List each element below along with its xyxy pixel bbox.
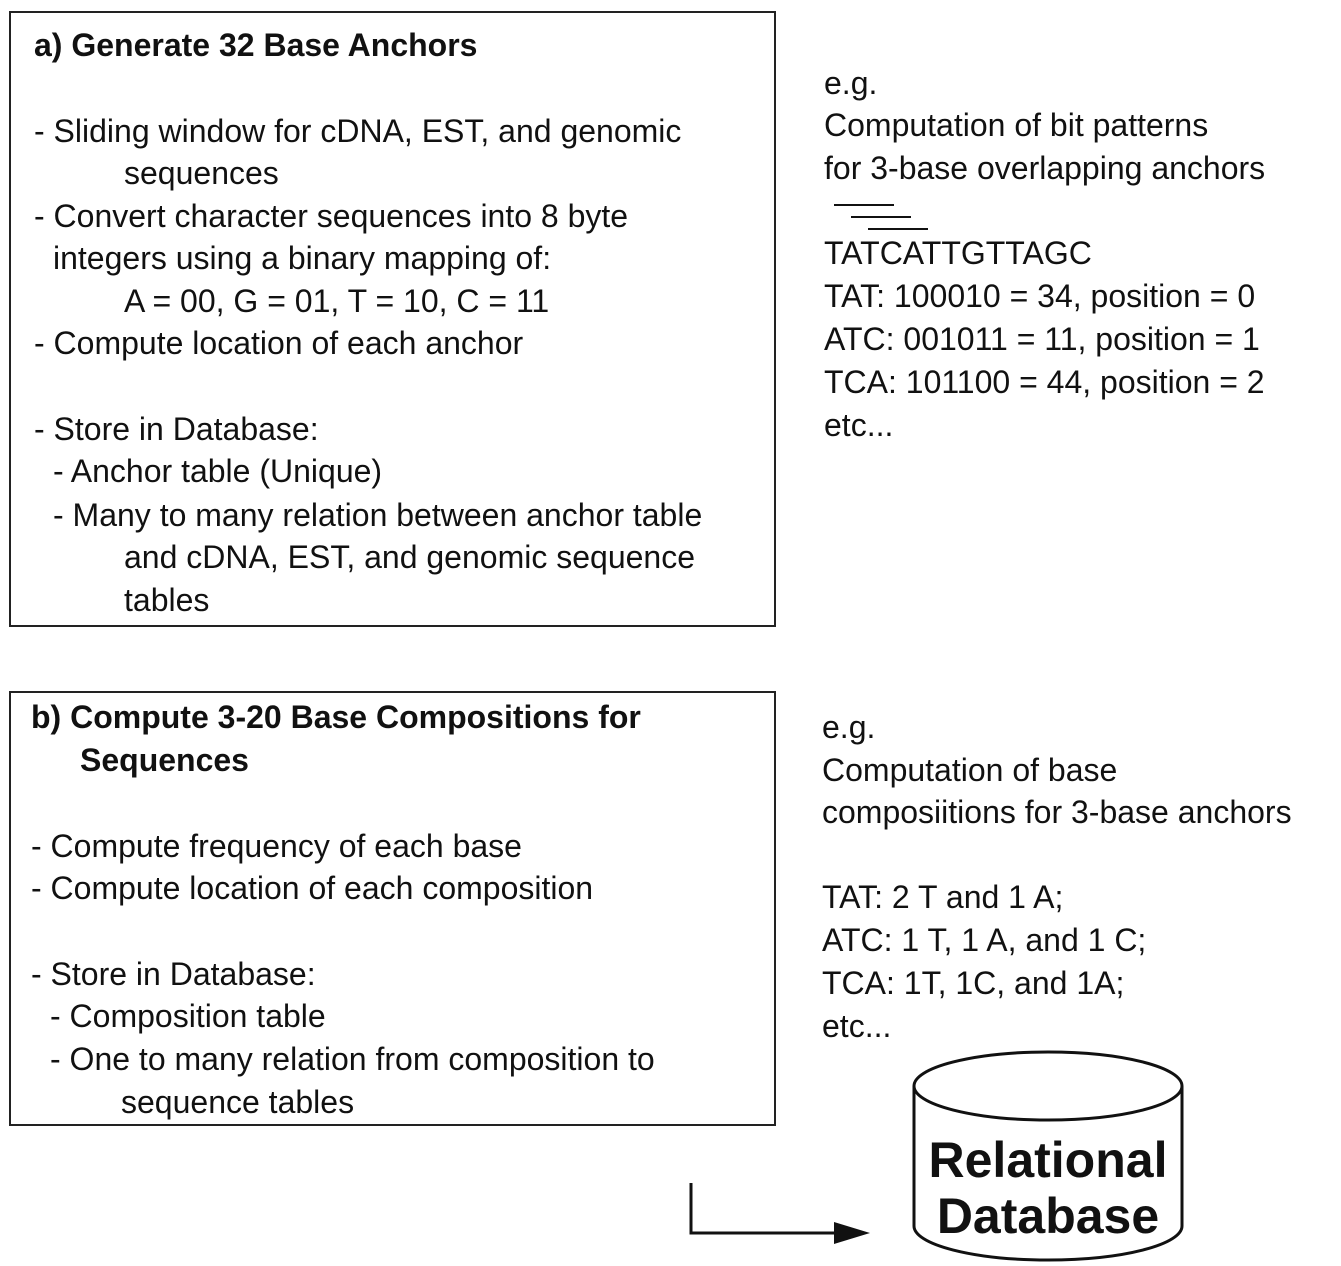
database-cylinder bbox=[912, 1050, 1184, 1262]
example-a-line: Computation of bit patterns bbox=[824, 107, 1209, 143]
arrow-head bbox=[834, 1222, 870, 1244]
box-a-line: - Anchor table (Unique) bbox=[53, 453, 383, 489]
example-b-line: e.g. bbox=[822, 709, 876, 745]
example-b-line: etc... bbox=[822, 1008, 892, 1044]
box-a-line: A = 00, G = 01, T = 10, C = 11 bbox=[124, 283, 550, 319]
overlap-window-lines bbox=[834, 204, 928, 230]
example-b-line: Computation of base bbox=[822, 752, 1118, 788]
box-b-line: - One to many relation from composition … bbox=[50, 1041, 655, 1077]
example-a-line: TCA: 101100 = 44, position = 2 bbox=[824, 364, 1265, 400]
box-b-line: - Compute frequency of each base bbox=[31, 828, 522, 864]
box-a-line: sequences bbox=[124, 155, 279, 191]
box-compute-compositions bbox=[9, 691, 776, 1126]
box-a-line: - Sliding window for cDNA, EST, and geno… bbox=[34, 113, 682, 149]
example-a-line: ATC: 001011 = 11, position = 1 bbox=[824, 321, 1260, 357]
example-b-line: composiitions for 3-base anchors bbox=[822, 794, 1292, 830]
example-b-line: ATC: 1 T, 1 A, and 1 C; bbox=[822, 922, 1147, 958]
database-label-line1: Relational bbox=[928, 1132, 1168, 1188]
example-b-line: TAT: 2 T and 1 A; bbox=[822, 879, 1064, 915]
cylinder-top bbox=[912, 1050, 1184, 1122]
box-a-line: - Compute location of each anchor bbox=[34, 325, 524, 361]
arrow-line bbox=[689, 1183, 838, 1235]
example-b-line: TCA: 1T, 1C, and 1A; bbox=[822, 965, 1125, 1001]
box-a-line: integers using a binary mapping of: bbox=[53, 240, 552, 276]
database-label: Relational Database bbox=[914, 1132, 1182, 1244]
box-generate-anchors bbox=[9, 11, 776, 627]
box-a-line: - Store in Database: bbox=[34, 411, 319, 447]
box-b-line: - Store in Database: bbox=[31, 956, 316, 992]
box-a-line: tables bbox=[124, 582, 210, 618]
box-a-line: and cDNA, EST, and genomic sequence bbox=[124, 539, 695, 575]
example-a-line: e.g. bbox=[824, 65, 878, 101]
database-label-line2: Database bbox=[936, 1188, 1160, 1244]
arrow-to-database bbox=[689, 1183, 870, 1244]
box-b-line: - Composition table bbox=[50, 998, 326, 1034]
box-b-line: - Compute location of each composition bbox=[31, 870, 594, 906]
cylinder-body bbox=[912, 1086, 1184, 1262]
example-a-line: TAT: 100010 = 34, position = 0 bbox=[824, 278, 1256, 314]
box-a-title: a) Generate 32 Base Anchors bbox=[34, 27, 478, 63]
sequence-text: TATCATTGTTAGC bbox=[824, 235, 1092, 271]
box-b-title: b) Compute 3-20 Base Compositions for bbox=[31, 699, 641, 735]
box-a-line: - Many to many relation between anchor t… bbox=[53, 497, 703, 533]
box-b-title: Sequences bbox=[80, 742, 249, 778]
box-b-line: sequence tables bbox=[121, 1084, 355, 1120]
example-a-line: for 3-base overlapping anchors bbox=[824, 150, 1266, 186]
example-a-line: etc... bbox=[824, 407, 894, 443]
box-a-line: - Convert character sequences into 8 byt… bbox=[34, 198, 629, 234]
